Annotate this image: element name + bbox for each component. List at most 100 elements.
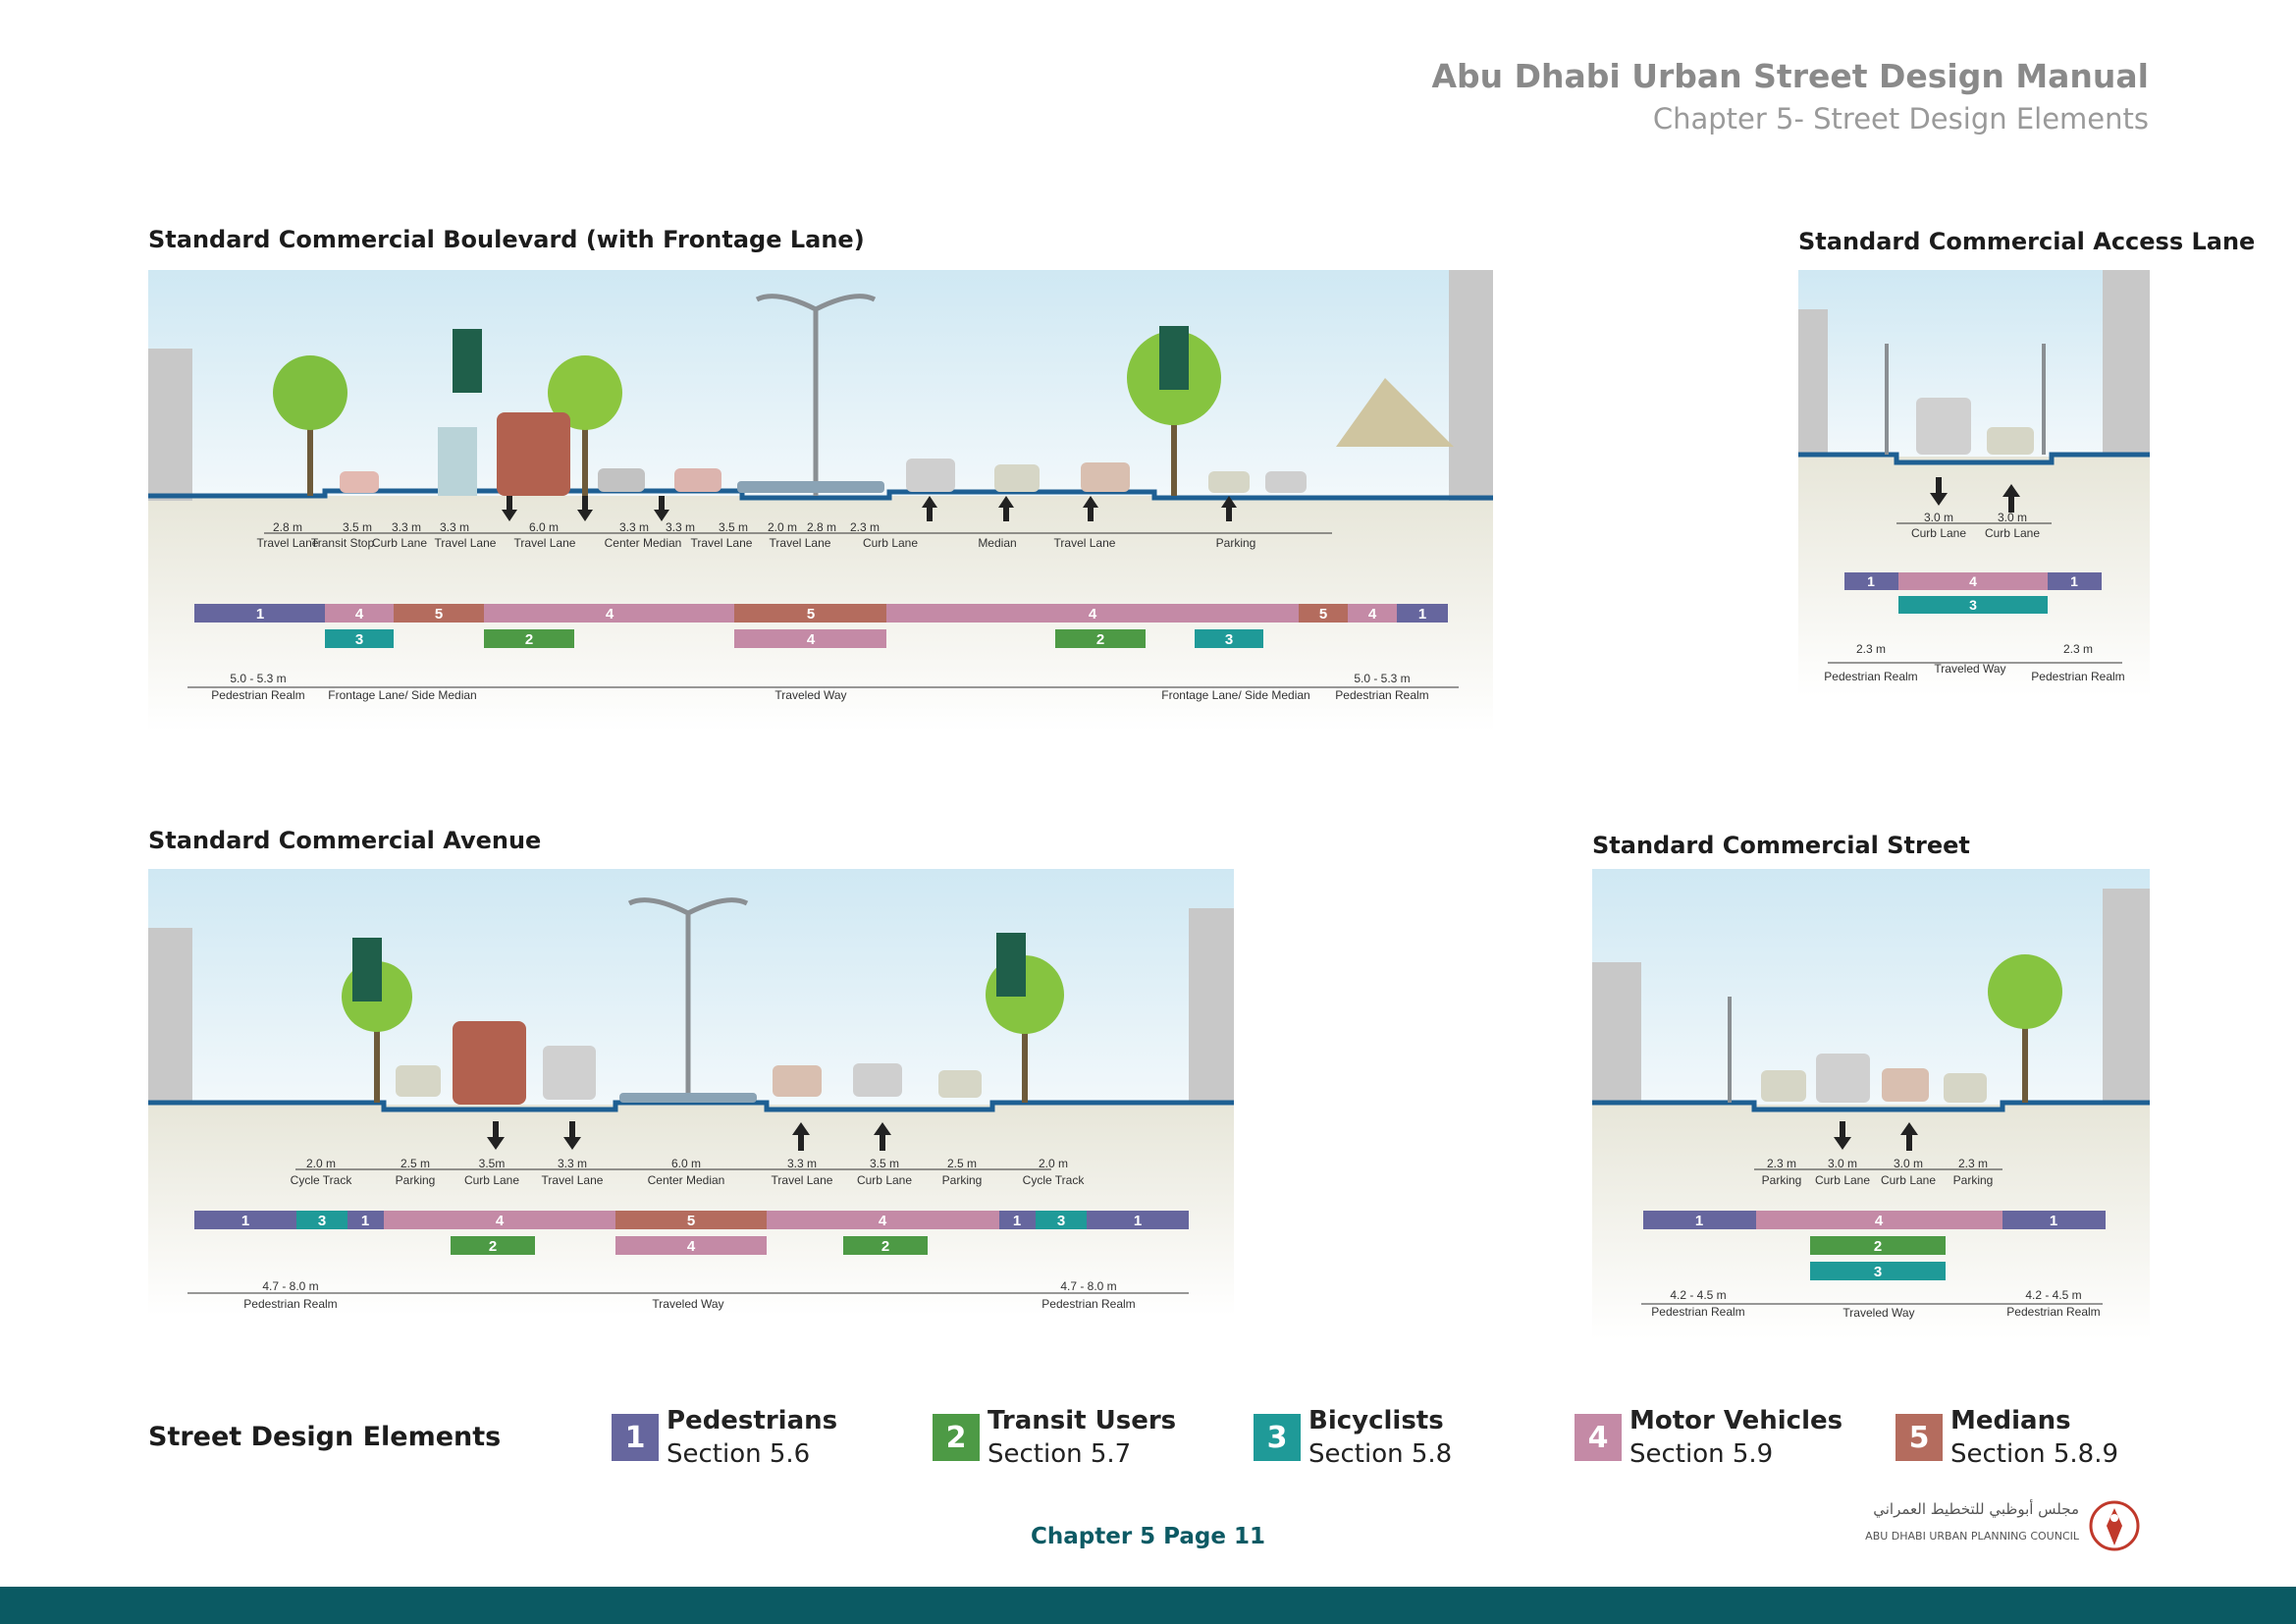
bar-label: 1 xyxy=(2070,573,2078,589)
logo-english-text: ABU DHABI URBAN PLANNING COUNCIL xyxy=(1865,1530,2079,1543)
realm-label: Pedestrian Realm xyxy=(2031,670,2124,683)
dim-label: 2.5 m xyxy=(947,1157,977,1170)
lane-label: Cycle Track xyxy=(291,1173,353,1187)
bar-label: 4 xyxy=(606,606,614,623)
legend-number-badge: 1 xyxy=(612,1414,659,1461)
median-planting xyxy=(619,1093,757,1103)
bar-label: 1 xyxy=(361,1213,369,1229)
dim-label: 3.5 m xyxy=(870,1157,899,1170)
lane-label: Parking xyxy=(942,1173,983,1187)
tree xyxy=(1988,954,2062,1103)
legend-number-badge: 2 xyxy=(933,1414,980,1461)
dim-label: 3.3 m xyxy=(787,1157,817,1170)
bar-label: 3 xyxy=(355,631,363,648)
access-lane-section-diagram: 3.0 m 3.0 m Curb Lane Curb Lane 1 4 1 3 … xyxy=(1798,270,2150,697)
bus xyxy=(497,412,570,496)
realm-label: 2.3 m xyxy=(2063,642,2093,656)
dim-label: 2.3 m xyxy=(1767,1157,1796,1170)
dim-label: 2.0 m xyxy=(306,1157,336,1170)
dim-label: 2.5 m xyxy=(400,1157,430,1170)
legend-item-name: Pedestrians xyxy=(667,1406,838,1435)
boulevard-title: Standard Commercial Boulevard (with Fron… xyxy=(148,226,865,253)
legend-number-badge: 5 xyxy=(1896,1414,1943,1461)
legend-item-section: Section 5.8 xyxy=(1308,1439,1453,1469)
building-left xyxy=(148,928,192,1105)
lane-label: Travel Lane xyxy=(435,536,497,550)
realm-label: 4.7 - 8.0 m xyxy=(262,1279,318,1293)
lane-label: Parking xyxy=(1953,1173,1994,1187)
legend-item-section: Section 5.7 xyxy=(988,1439,1132,1469)
bar-label: 4 xyxy=(1875,1213,1884,1229)
falcon-emblem-icon xyxy=(2089,1500,2140,1551)
realm-label: Frontage Lane/ Side Median xyxy=(328,688,476,702)
street-title: Standard Commercial Street xyxy=(1592,832,1970,859)
realm-label: Traveled Way xyxy=(652,1297,723,1311)
lane-label: Parking xyxy=(1762,1173,1802,1187)
lane-label: Curb Lane xyxy=(863,536,918,550)
dim-label: 2.8 m xyxy=(273,520,302,534)
bus xyxy=(453,1021,526,1105)
avenue-title: Standard Commercial Avenue xyxy=(148,827,542,854)
bar-label: 2 xyxy=(1874,1238,1882,1255)
footer-bar xyxy=(0,1587,2296,1624)
dim-label: 3.0 m xyxy=(1924,511,1953,524)
direction-arrows xyxy=(502,496,1237,521)
bar-label: 4 xyxy=(687,1238,696,1255)
boulevard-section-diagram: 2.8 m 3.5 m 3.3 m 3.3 m 6.0 m 3.3 m 3.3 … xyxy=(148,270,1493,731)
lane-label: Center Median xyxy=(605,536,682,550)
dim-label: 3.5m xyxy=(479,1157,506,1170)
realm-label: Pedestrian Realm xyxy=(1335,688,1428,702)
bar-label: 1 xyxy=(241,1213,249,1229)
legend-item-name: Bicyclists xyxy=(1308,1406,1444,1435)
bar-label: 1 xyxy=(1134,1213,1142,1229)
legend-item-section: Section 5.9 xyxy=(1629,1439,1774,1469)
lane-label: Travel Lane xyxy=(1054,536,1116,550)
direction-arrows xyxy=(1930,477,2020,513)
dim-label: 2.0 m xyxy=(768,520,797,534)
bar-label: 2 xyxy=(489,1238,497,1255)
legend-item-name: Transit Users xyxy=(988,1406,1177,1435)
bar-label: 4 xyxy=(879,1213,887,1229)
bar-label: 4 xyxy=(807,631,816,648)
bar-label: 3 xyxy=(1874,1264,1882,1280)
lane-label: Curb Lane xyxy=(464,1173,519,1187)
bar-label: 4 xyxy=(355,606,364,623)
bar-label: 4 xyxy=(1969,573,1977,589)
realm-label: Traveled Way xyxy=(1934,662,2005,676)
dim-label: 3.0 m xyxy=(1894,1157,1923,1170)
realm-label: Pedestrian Realm xyxy=(1824,670,1917,683)
bar-label: 2 xyxy=(525,631,533,648)
lane-label: Curb Lane xyxy=(372,536,427,550)
building-right xyxy=(1449,270,1493,501)
bar-label: 4 xyxy=(1368,606,1377,623)
lane-label: Curb Lane xyxy=(857,1173,912,1187)
building-left xyxy=(148,349,192,501)
page-number: Chapter 5 Page 11 xyxy=(1030,1524,1266,1549)
legend-number-badge: 4 xyxy=(1575,1414,1622,1461)
bar-label: 3 xyxy=(1969,597,1977,613)
bar-label: 1 xyxy=(256,606,264,623)
dim-label: 3.0 m xyxy=(1828,1157,1857,1170)
bar-label: 1 xyxy=(1695,1213,1703,1229)
bar-label: 5 xyxy=(435,606,443,623)
bar-label: 4 xyxy=(496,1213,505,1229)
dim-label: 3.3 m xyxy=(440,520,469,534)
building-right xyxy=(2103,889,2150,1105)
sign xyxy=(1159,326,1189,390)
lane-label: Transit Stop xyxy=(311,536,375,550)
building-left xyxy=(1798,309,1828,455)
median-planting xyxy=(737,481,884,493)
realm-label: Traveled Way xyxy=(1842,1306,1914,1320)
sign xyxy=(453,329,482,393)
dim-label: 3.3 m xyxy=(558,1157,587,1170)
chapter-subtitle: Chapter 5- Street Design Elements xyxy=(1652,102,2149,135)
lane-label: Curb Lane xyxy=(1881,1173,1936,1187)
realm-label: Pedestrian Realm xyxy=(1041,1297,1135,1311)
legend-title: Street Design Elements xyxy=(148,1422,502,1452)
bar-label: 5 xyxy=(687,1213,695,1229)
dim-label: 2.8 m xyxy=(807,520,836,534)
lane-label: Curb Lane xyxy=(1815,1173,1870,1187)
realm-label: 4.2 - 4.5 m xyxy=(2025,1288,2081,1302)
tree xyxy=(273,355,347,496)
realm-label: 5.0 - 5.3 m xyxy=(230,672,286,685)
